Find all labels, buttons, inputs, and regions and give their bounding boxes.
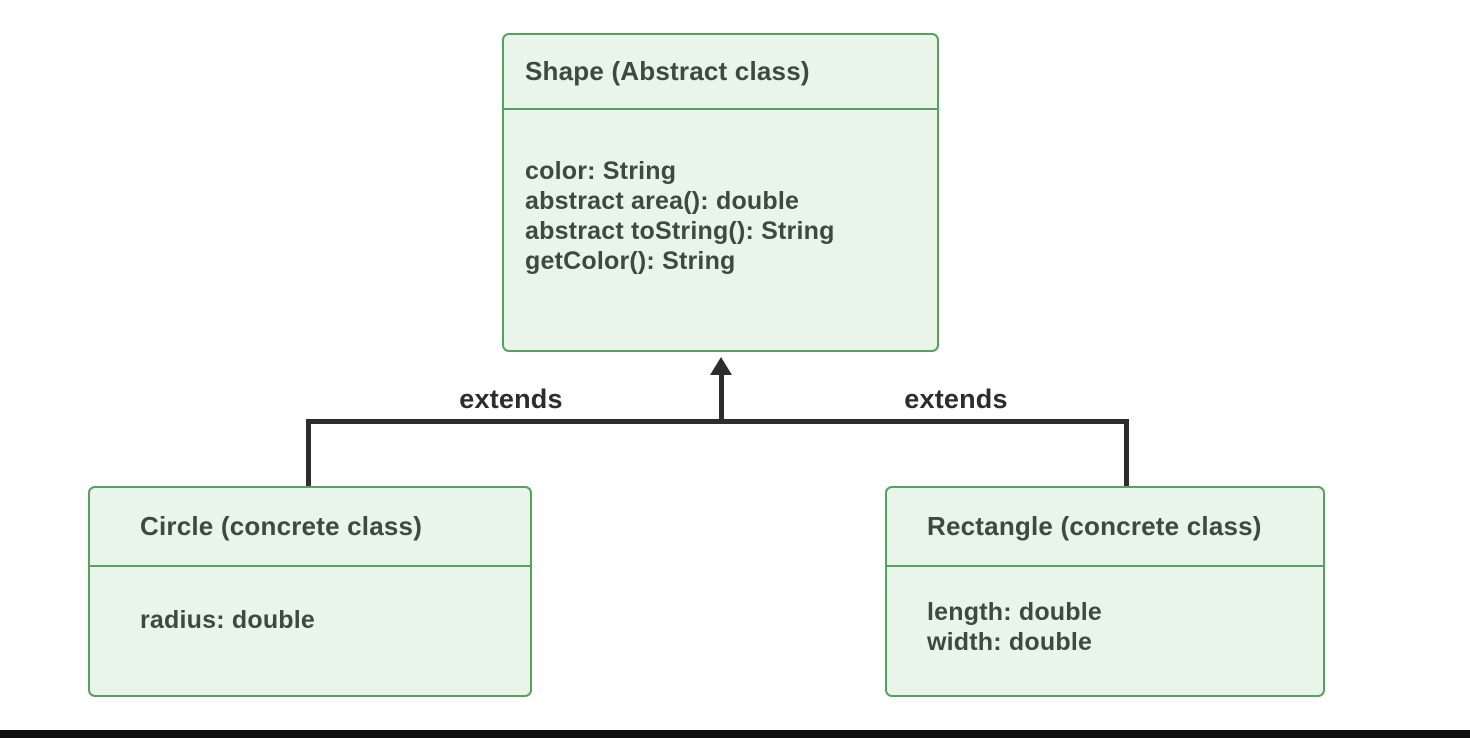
circle-class-title: Circle (concrete class) xyxy=(140,511,423,541)
circle-class-box: Circle (concrete class) radius: double xyxy=(88,486,532,697)
connector-horizontal-line xyxy=(306,419,1129,424)
shape-class-title: Shape (Abstract class) xyxy=(525,56,810,86)
connector-left-vertical-line xyxy=(306,419,311,486)
shape-member-area: abstract area(): double xyxy=(525,187,800,215)
circle-class-members: radius: double xyxy=(90,567,530,635)
shape-member-tostring: abstract toString(): String xyxy=(525,217,835,245)
inheritance-arrow-shaft xyxy=(719,373,724,423)
shape-class-box: Shape (Abstract class) color: String abs… xyxy=(502,33,939,352)
letterbox-bottom-bar xyxy=(0,730,1470,738)
shape-member-color: color: String xyxy=(525,157,677,185)
rectangle-class-members: length: double width: double xyxy=(887,567,1323,657)
circle-member-radius: radius: double xyxy=(140,606,316,634)
circle-class-header: Circle (concrete class) xyxy=(90,488,530,567)
extends-label-right: extends xyxy=(904,384,1008,414)
shape-class-members: color: String abstract area(): double ab… xyxy=(504,110,937,276)
inheritance-arrowhead-icon xyxy=(710,357,732,375)
rectangle-member-width: width: double xyxy=(927,628,1093,656)
extends-label-left: extends xyxy=(459,384,563,414)
rectangle-member-length: length: double xyxy=(927,598,1102,626)
rectangle-class-title: Rectangle (concrete class) xyxy=(927,511,1262,541)
connector-right-vertical-line xyxy=(1124,419,1129,486)
shape-class-header: Shape (Abstract class) xyxy=(504,35,937,110)
shape-member-getcolor: getColor(): String xyxy=(525,247,736,275)
rectangle-class-box: Rectangle (concrete class) length: doubl… xyxy=(885,486,1325,697)
rectangle-class-header: Rectangle (concrete class) xyxy=(887,488,1323,567)
